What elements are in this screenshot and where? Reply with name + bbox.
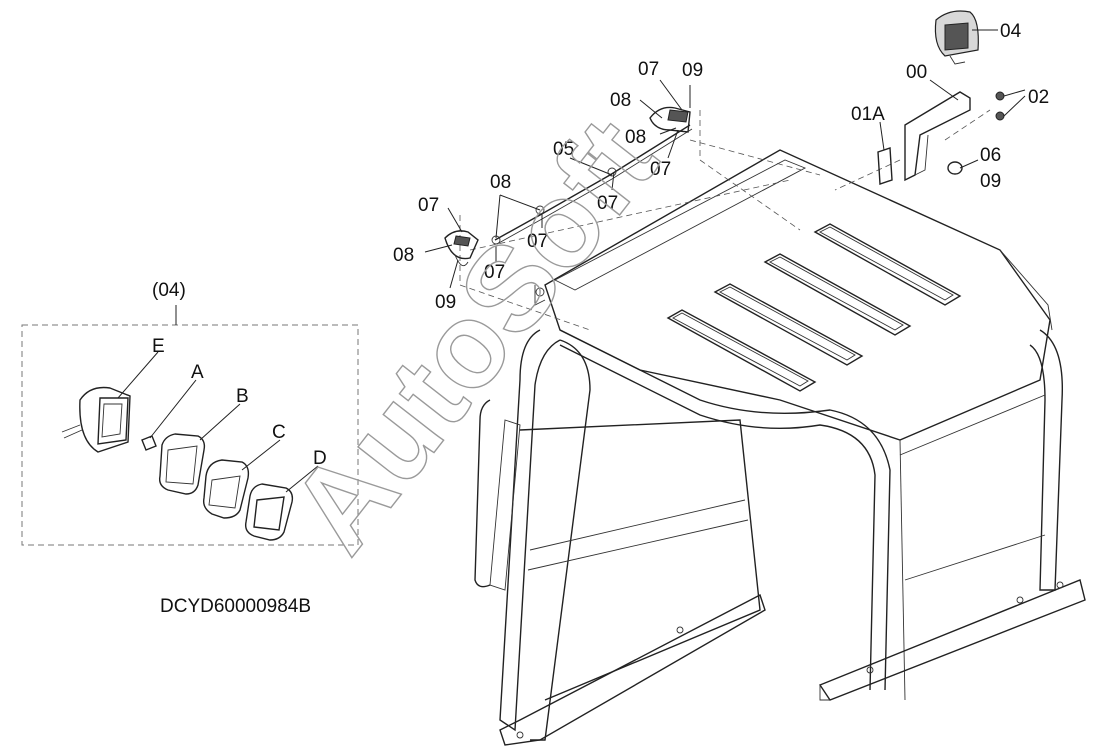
callout-08-left: 08 — [490, 172, 511, 193]
callout-07-left: 07 — [418, 195, 439, 216]
callout-labels: 04 00 02 01A 06 09 07 09 08 08 07 05 07 … — [152, 21, 1049, 617]
assembly-guide-lines — [459, 109, 991, 331]
callout-09-top: 09 — [682, 60, 703, 81]
plate-01A — [877, 147, 893, 185]
detail-box-04 — [21, 305, 359, 546]
callout-08-top: 08 — [610, 90, 631, 111]
nuts-02 — [995, 91, 1005, 121]
callout-A: A — [191, 362, 204, 383]
callout-E: E — [152, 336, 165, 357]
callout-07-upper: 07 — [597, 193, 618, 214]
callout-06: 06 — [980, 145, 1001, 166]
callout-07-leftbar: 07 — [527, 231, 548, 252]
callout-B: B — [236, 386, 249, 407]
callout-02: 02 — [1028, 87, 1049, 108]
grommet-06-09 — [947, 161, 963, 175]
callout-08-lower: 08 — [393, 245, 414, 266]
callout-07-mid: 07 — [650, 159, 671, 180]
work-light-04 — [934, 10, 979, 65]
callout-09-right: 09 — [980, 171, 1001, 192]
watermark: AutoSoft — [264, 94, 683, 577]
detail-group-label: (04) — [152, 280, 186, 301]
callout-09-lower: 09 — [435, 292, 456, 313]
watermark-text: AutoSoft — [265, 94, 682, 576]
callout-08-mid: 08 — [625, 127, 646, 148]
bracket-00 — [904, 91, 971, 182]
harness-05 — [444, 106, 693, 267]
callout-01A: 01A — [851, 104, 885, 125]
callout-D: D — [313, 448, 327, 469]
drawing-code: DCYD60000984B — [160, 596, 311, 617]
leader-lines — [117, 29, 1026, 493]
callout-05: 05 — [553, 139, 574, 160]
callout-C: C — [272, 422, 286, 443]
callout-07-top: 07 — [638, 59, 659, 80]
cab-frame — [474, 149, 1086, 746]
callout-07-lower: 07 — [484, 262, 505, 283]
callout-04: 04 — [1000, 21, 1022, 42]
callout-00: 00 — [906, 62, 927, 83]
